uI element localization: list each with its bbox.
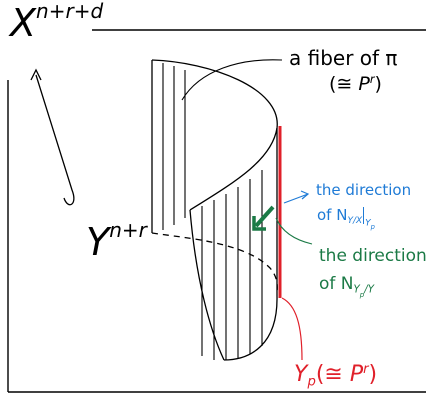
- curved-arrow-head: [30, 68, 42, 81]
- surface-dashed-arc: [151, 232, 278, 293]
- normal-x-pointer-head: [300, 190, 310, 200]
- normal-y-line1: the direction: [319, 246, 426, 266]
- fiber-leader-line: [181, 59, 283, 101]
- upper-ruling-lines: [162, 63, 186, 230]
- ambient-base: X: [10, 1, 37, 45]
- yp-close: ): [368, 361, 378, 387]
- total-base: Y: [86, 220, 110, 264]
- fiber-label-line1: a fiber of π: [289, 46, 398, 70]
- surface-lower-left-curve: [189, 209, 225, 361]
- normal-x-bar-sub: Y: [365, 218, 371, 229]
- normal-y-leader: [275, 217, 313, 245]
- fiber-label-line2: (≅ Pr): [329, 72, 382, 95]
- normal-x-bar: [363, 207, 365, 224]
- normal-y-arrow: [254, 205, 275, 228]
- yp-P: P: [349, 361, 364, 387]
- surface-top-arc: [151, 59, 278, 211]
- normal-x-bar-subsub: p: [370, 222, 375, 231]
- fiber-line2-exp: r: [369, 72, 375, 86]
- yp-label: Yp(≅ Pr): [294, 363, 377, 389]
- normal-y-subsub: p: [359, 289, 365, 299]
- yp-sub: p: [307, 374, 316, 390]
- yp-mid: (≅: [315, 361, 350, 387]
- normal-y-prefix: of N: [319, 274, 354, 294]
- yp-leader: [281, 297, 303, 361]
- total-space-label: Yn+r: [86, 220, 147, 261]
- ambient-label: Xn+r+d: [10, 1, 103, 42]
- curved-arrow: [35, 74, 75, 206]
- normal-x-sub: Y/X: [347, 216, 363, 227]
- normal-x-line1: the direction: [316, 181, 412, 199]
- fiber-line2-prefix: (≅: [329, 72, 359, 95]
- normal-y-arrow-head: [252, 216, 266, 231]
- yp-exp: r: [363, 362, 369, 377]
- normal-y-line2: of NYp/Y: [319, 276, 374, 298]
- yp-base: Y: [294, 361, 308, 387]
- lower-ruling-lines: [201, 170, 263, 360]
- total-exponent: n+r: [109, 218, 147, 242]
- fiber-line2-P: P: [358, 72, 370, 95]
- fiber-line2-suffix: ): [374, 72, 382, 95]
- surface-bottom-arc: [223, 295, 278, 361]
- normal-x-prefix: of N: [317, 206, 348, 224]
- normal-y-sub-tail: /Y: [364, 284, 374, 296]
- normal-x-pointer: [283, 193, 309, 204]
- ambient-exponent: n+r+d: [36, 0, 104, 23]
- normal-y-sub: Y: [353, 284, 360, 296]
